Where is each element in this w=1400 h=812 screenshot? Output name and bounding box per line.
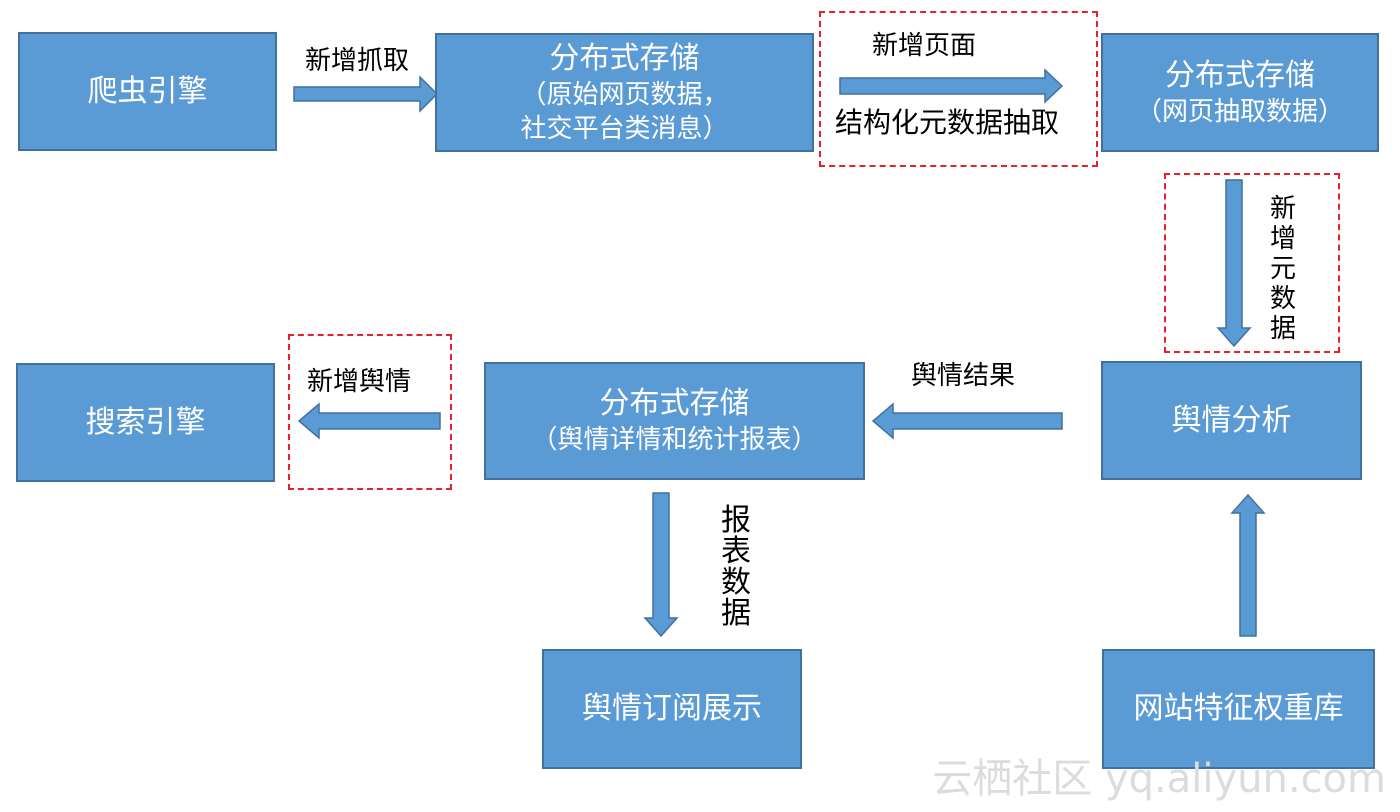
node-subscription: 舆情订阅展示: [542, 649, 802, 769]
highlight-new-sentiment: [288, 334, 452, 490]
node-crawler-title: 爬虫引擎: [87, 73, 208, 109]
node-analysis-title: 舆情分析: [1171, 402, 1292, 438]
node-search: 搜索引擎: [16, 363, 275, 482]
arrow-report-data: [643, 492, 679, 638]
label-new-metadata: 新增元数据: [1269, 194, 1296, 344]
node-storage-extract-line1: （网页抽取数据）: [1135, 96, 1344, 127]
label-new-sentiment: 新增舆情: [307, 367, 412, 397]
node-storage-raw-line2: 社交平台类消息）: [520, 113, 729, 144]
node-site-weight-title: 网站特征权重库: [1133, 691, 1344, 726]
node-storage-report: 分布式存储 （舆情详情和统计报表）: [484, 362, 865, 480]
arrow-new-pages: [839, 68, 1064, 104]
label-structured-extraction: 结构化元数据抽取: [835, 106, 1060, 139]
node-search-title: 搜索引擎: [85, 404, 206, 440]
arrow-new-sentiment: [297, 402, 441, 440]
node-storage-extract: 分布式存储 （网页抽取数据）: [1101, 33, 1379, 152]
arrow-new-crawl: [293, 75, 439, 113]
node-storage-report-line1: （舆情详情和统计报表）: [531, 425, 818, 455]
arrow-new-metadata: [1216, 179, 1252, 348]
label-sentiment-results: 舆情结果: [911, 361, 1016, 391]
label-new-crawl: 新增抓取: [305, 46, 410, 76]
node-storage-raw-title: 分布式存储: [549, 40, 700, 76]
node-analysis: 舆情分析: [1101, 361, 1362, 480]
node-crawler: 爬虫引擎: [18, 32, 277, 151]
node-subscription-title: 舆情订阅展示: [582, 691, 762, 726]
node-storage-report-title: 分布式存储: [599, 386, 750, 421]
node-storage-raw: 分布式存储 （原始网页数据， 社交平台类消息）: [435, 33, 814, 152]
highlight-new-metadata: [1164, 173, 1340, 353]
label-report-data: 报表数据: [721, 503, 751, 631]
arrow-site-weight: [1230, 493, 1266, 637]
node-storage-extract-title: 分布式存储: [1165, 57, 1315, 93]
node-site-weight: 网站特征权重库: [1102, 649, 1375, 769]
arrow-sentiment-results: [871, 402, 1063, 440]
label-new-pages: 新增页面: [872, 31, 977, 61]
watermark: 云栖社区 yq.aliyun.com: [932, 756, 1386, 802]
node-storage-raw-line1: （原始网页数据，: [520, 79, 729, 110]
highlight-extraction: [819, 11, 1098, 167]
